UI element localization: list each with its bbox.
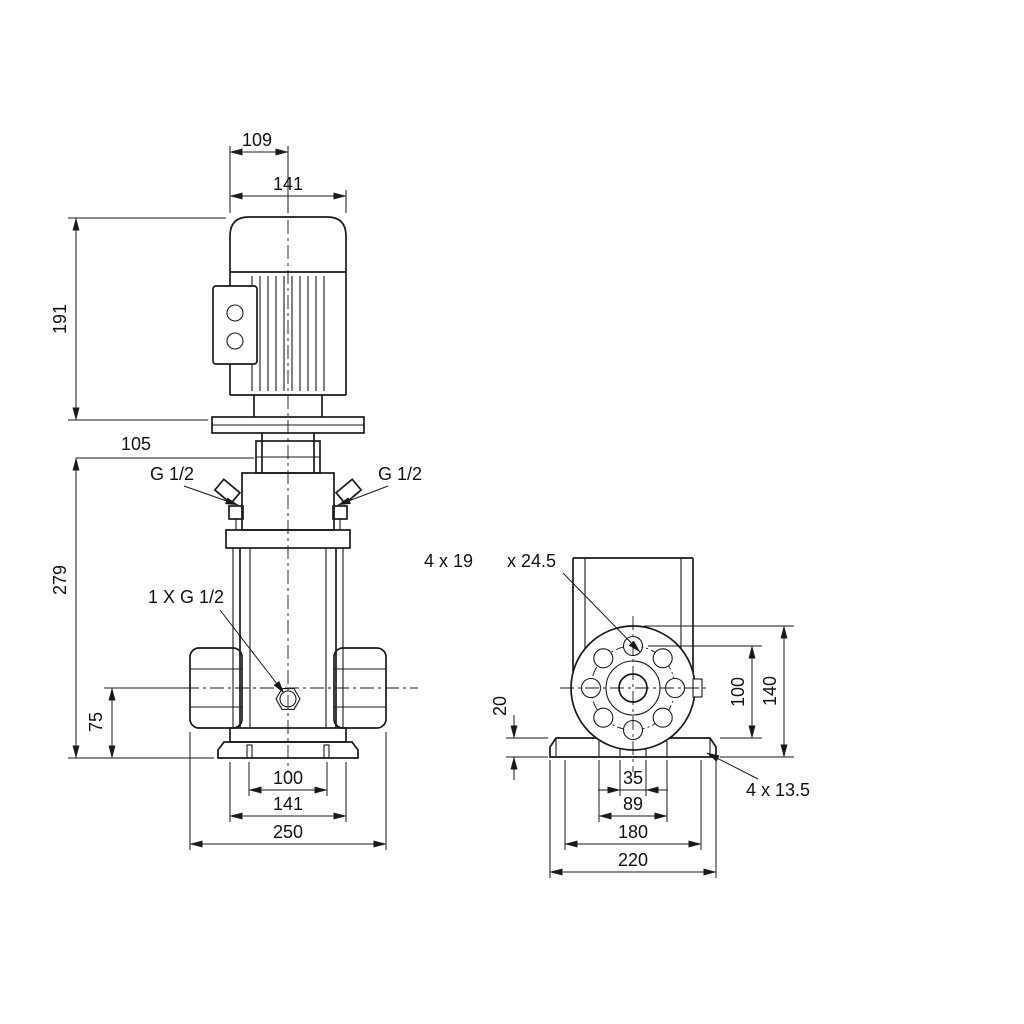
dim-140-label: 140 xyxy=(760,676,780,706)
leader-base-holes xyxy=(706,752,759,780)
port-left-label: G 1/2 xyxy=(150,464,194,484)
pump-sleeve xyxy=(572,557,694,672)
dim-100-side-label: 100 xyxy=(728,677,748,707)
flange-bolt-hole xyxy=(593,707,614,728)
leader-flange-holes xyxy=(562,572,641,653)
dim-109-label: 109 xyxy=(242,130,272,150)
front-view xyxy=(189,216,387,759)
centerlines xyxy=(160,220,418,772)
flange-bolt-hole xyxy=(652,707,673,728)
pump-base xyxy=(217,727,359,759)
cable-entry-hole xyxy=(226,304,244,322)
flange-bolt-hole xyxy=(652,648,673,669)
stay-bolt-nut xyxy=(332,505,348,520)
leader-port-left xyxy=(183,485,239,506)
side-dimensions xyxy=(506,572,794,878)
dim-141-bottom-label: 141 xyxy=(273,794,303,814)
cable-entry-hole xyxy=(226,332,244,350)
dim-180-label: 180 xyxy=(618,822,648,842)
leader-drain xyxy=(219,609,285,694)
dimension-labels: 109 141 191 105 279 G 1/2 G 1/2 1 X G 1/… xyxy=(50,130,810,870)
flange-bolt-hole xyxy=(593,648,614,669)
dim-141-top-label: 141 xyxy=(273,174,303,194)
pipe-flanges xyxy=(189,647,387,729)
dim-89-label: 89 xyxy=(623,794,643,814)
side-view xyxy=(549,557,717,772)
chamber-stack xyxy=(225,529,351,728)
flange-holes-label: 4 x 19 xyxy=(424,551,473,571)
dim-279-label: 279 xyxy=(50,565,70,595)
front-dimensions xyxy=(68,146,389,850)
port-plug-left xyxy=(213,478,242,505)
dim-250-label: 250 xyxy=(273,822,303,842)
base-holes-label: 4 x 13.5 xyxy=(746,780,810,800)
dim-75-label: 75 xyxy=(86,712,106,732)
dim-105-label: 105 xyxy=(121,434,151,454)
port-plug-right xyxy=(334,478,363,505)
foot-bolt-slot xyxy=(246,744,253,759)
dim-100-front-label: 100 xyxy=(273,768,303,788)
suction-flange xyxy=(189,647,243,729)
motor xyxy=(212,216,347,396)
discharge-flange xyxy=(333,647,387,729)
flange-holes-counterbore-label: x 24.5 xyxy=(507,551,556,571)
dim-20-label: 20 xyxy=(490,696,510,716)
terminal-box xyxy=(212,285,258,365)
fan-cover xyxy=(229,216,347,273)
drain-label: 1 X G 1/2 xyxy=(148,587,224,607)
dim-35-label: 35 xyxy=(623,768,643,788)
port-right-label: G 1/2 xyxy=(378,464,422,484)
drain-plug xyxy=(275,688,301,710)
leader-port-right xyxy=(337,485,389,506)
dim-220-label: 220 xyxy=(618,850,648,870)
foot-bolt-slot xyxy=(323,744,330,759)
stay-bolt-nut xyxy=(228,505,244,520)
dim-191-label: 191 xyxy=(50,304,70,334)
